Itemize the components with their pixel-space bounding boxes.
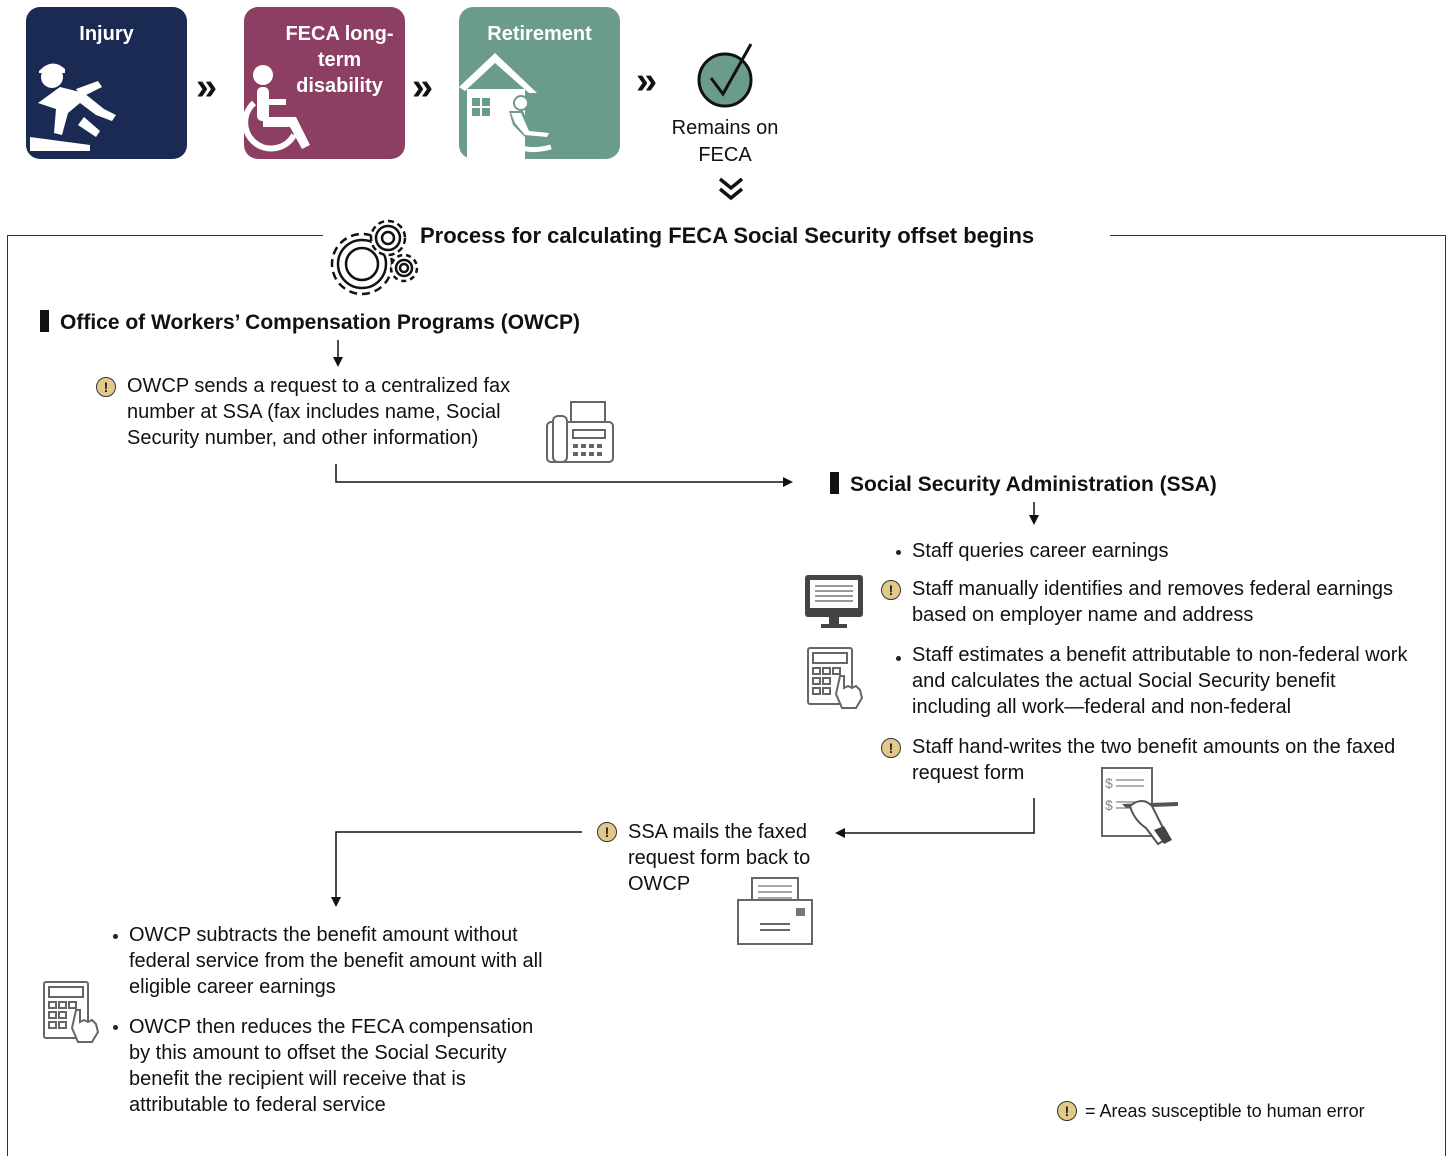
printer-mail-icon [737, 877, 813, 945]
computer-monitor-icon [805, 575, 863, 628]
handwriting-form-icon: $ $ [1101, 767, 1178, 846]
owcp-subtract-text: OWCP subtracts the benefit amount withou… [129, 924, 543, 998]
ssa-mail-back-text: SSA mails the faxed request form back to… [628, 821, 811, 895]
owcp-heading: Office of Workers’ Compensation Programs… [40, 310, 580, 335]
legend-warning-icon: ! [1057, 1101, 1077, 1121]
ssa-step-3: Staff estimates a benefit attributable t… [912, 644, 1408, 718]
ssa-heading: Social Security Administration (SSA) [830, 472, 1217, 497]
legend-text: = Areas susceptible to human error [1085, 1101, 1365, 1121]
stage-injury: Injury [26, 7, 187, 159]
bullet [896, 550, 901, 555]
bullet [113, 1025, 118, 1030]
calculator-hand-icon [43, 981, 100, 1043]
heading-marker [830, 472, 839, 494]
retirement-home-icon [459, 53, 552, 159]
owcp-reduce-text: OWCP then reduces the FECA compensation … [129, 1016, 534, 1116]
stage-injury-label: Injury [79, 23, 134, 45]
frame-gap [323, 225, 1110, 245]
heading-marker [40, 310, 49, 332]
gears-icon [330, 219, 419, 296]
double-chevron-down-icon [718, 177, 744, 201]
warning-icon: ! [881, 580, 901, 600]
owcp-request-text: OWCP sends a request to a centralized fa… [127, 375, 511, 449]
warning-icon: ! [881, 738, 901, 758]
stage-disability-label: FECA long-term disability [285, 23, 394, 97]
process-title: Process for calculating FECA Social Secu… [420, 223, 1035, 248]
stage-retirement: Retirement [459, 7, 620, 159]
ssa-step-2: Staff manually identifies and removes fe… [912, 578, 1394, 626]
stage-retirement-label: Retirement [487, 23, 592, 45]
warning-icon: ! [597, 822, 617, 842]
chevron-right-icon: » [196, 66, 218, 108]
svg-text:$: $ [1105, 797, 1113, 813]
wheelchair-icon [244, 65, 310, 152]
fax-machine-icon [546, 401, 614, 463]
bullet [896, 656, 901, 661]
calculator-hand-icon [807, 647, 864, 709]
remains-on-feca-label: Remains on FECA [671, 117, 779, 166]
chevron-right-icon: » [412, 66, 434, 108]
ssa-step-4: Staff hand-writes the two benefit amount… [912, 736, 1396, 784]
slip-fall-icon [30, 63, 116, 151]
ssa-heading-text: Social Security Administration (SSA) [850, 473, 1217, 496]
bullet [113, 934, 118, 939]
chevron-right-icon: » [636, 60, 658, 102]
checkmark-circle-icon [697, 43, 753, 108]
owcp-heading-text: Office of Workers’ Compensation Programs… [60, 311, 581, 334]
svg-text:$: $ [1105, 775, 1113, 791]
stage-disability: FECA long-term disability [244, 7, 405, 159]
ssa-step-1: Staff queries career earnings [912, 540, 1169, 562]
warning-icon: ! [96, 377, 116, 397]
